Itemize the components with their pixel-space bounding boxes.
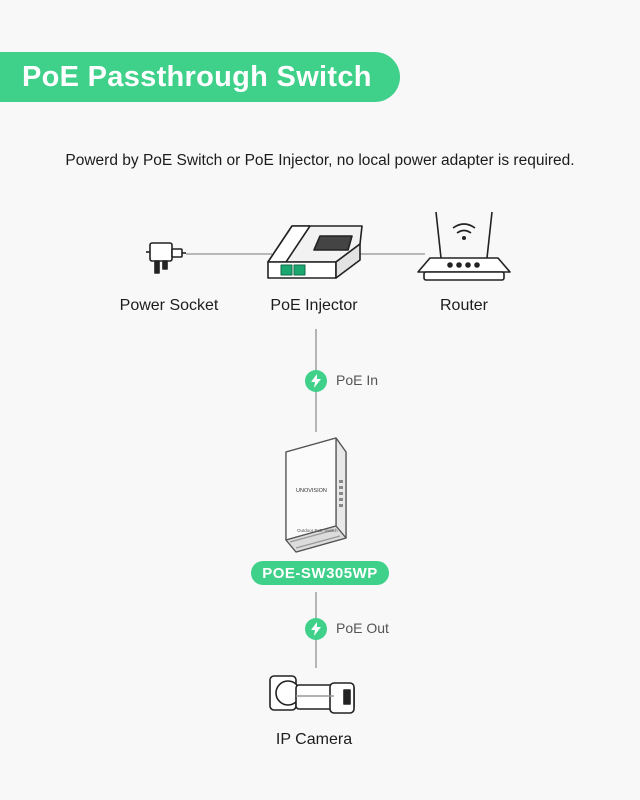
poe-injector-label: PoE Injector	[270, 297, 358, 314]
wifi-router-icon	[417, 211, 511, 281]
title-banner: PoE Passthrough Switch	[0, 52, 400, 102]
lightning-bolt-icon	[305, 370, 327, 392]
poe-injector-icon	[267, 225, 363, 279]
ip-camera-label: IP Camera	[275, 731, 353, 748]
page-title: PoE Passthrough Switch	[22, 60, 372, 93]
power-adapter-icon	[146, 242, 186, 274]
outdoor-switch-icon	[285, 437, 347, 553]
power-socket-label: Power Socket	[119, 297, 219, 314]
router-label: Router	[439, 297, 489, 314]
subtitle: Powerd by PoE Switch or PoE Injector, no…	[65, 152, 575, 169]
bullet-camera-icon	[269, 675, 355, 714]
poe-out-label: PoE Out	[336, 620, 389, 636]
switch-panel-text: Outdoor PoE Switch	[297, 528, 338, 533]
poe-in-label: PoE In	[336, 372, 379, 388]
switch-model-badge: POE-SW305WP	[251, 561, 389, 585]
switch-brand-text: UNOVISION	[296, 488, 327, 494]
lightning-bolt-icon	[305, 618, 327, 640]
